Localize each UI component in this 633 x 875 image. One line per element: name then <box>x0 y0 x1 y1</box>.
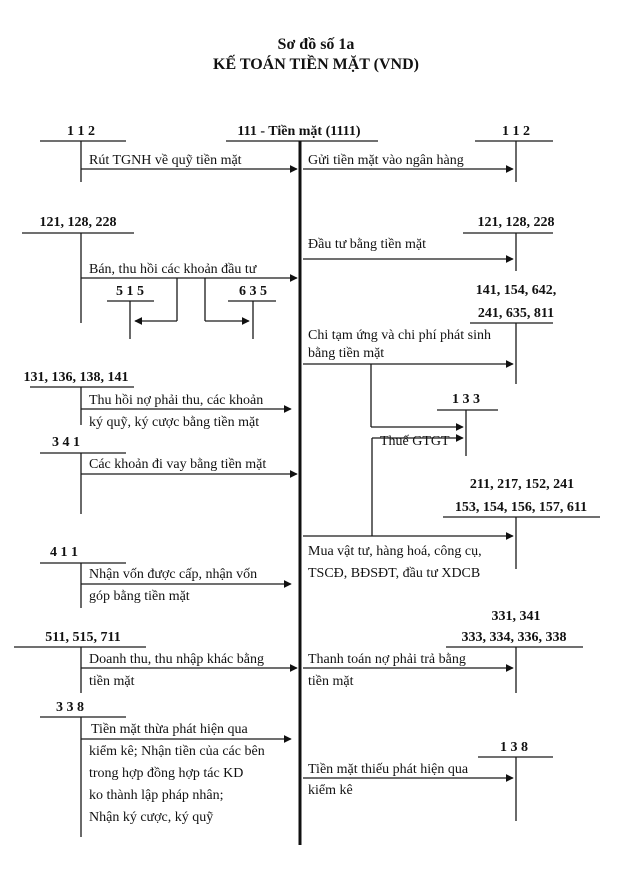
label-doanh-thu-2: tiền mặt <box>89 674 135 689</box>
label-rut-tgnh: Rút TGNH về quỹ tiền mặt <box>89 153 242 168</box>
label-dau-tu: Đầu tư bằng tiền mặt <box>308 237 426 252</box>
label-tien-thieu-1: Tiền mặt thiếu phát hiện qua <box>308 762 469 777</box>
account-133: 1 3 3 <box>452 392 480 407</box>
account-211-line2: 153, 154, 156, 157, 611 <box>455 500 587 515</box>
account-131: 131, 136, 138, 141 <box>24 370 129 385</box>
label-nhan-von-2: góp bằng tiền mặt <box>89 589 190 604</box>
diagram-title: Sơ đồ số 1a <box>278 36 355 53</box>
account-331-line1: 331, 341 <box>492 609 541 624</box>
label-thanh-toan-2: tiền mặt <box>308 674 354 689</box>
account-411: 4 1 1 <box>50 545 78 560</box>
center-account-label: 111 - Tiền mặt (1111) <box>237 124 361 139</box>
account-112-left: 1 1 2 <box>67 124 95 139</box>
label-chi-tam-ung-2: bằng tiền mặt <box>308 346 384 361</box>
label-gui-tien: Gửi tiền mặt vào ngân hàng <box>308 153 464 168</box>
account-141-line2: 241, 635, 811 <box>478 306 554 321</box>
label-mua-vat-tu-1: Mua vật tư, hàng hoá, công cụ, <box>308 544 482 559</box>
label-thanh-toan-1: Thanh toán nợ phải trả bằng <box>308 652 466 667</box>
label-tien-thieu-2: kiểm kê <box>308 783 353 798</box>
label-di-vay: Các khoản đi vay bằng tiền mặt <box>89 457 266 472</box>
account-511: 511, 515, 711 <box>45 630 120 645</box>
label-tien-thua-5: Nhận ký cược, ký quỹ <box>89 810 213 825</box>
account-341: 3 4 1 <box>52 435 80 450</box>
account-138: 1 3 8 <box>500 740 528 755</box>
label-thue-gtgt: Thuế GTGT <box>380 434 450 449</box>
label-tien-thua-3: trong hợp đồng hợp tác KD <box>89 766 243 781</box>
account-515: 5 1 5 <box>116 284 144 299</box>
account-338: 3 3 8 <box>56 700 84 715</box>
account-121-left: 121, 128, 228 <box>40 215 117 230</box>
account-211-line1: 211, 217, 152, 241 <box>470 477 574 492</box>
label-tien-thua-1: Tiền mặt thừa phát hiện qua <box>91 722 249 737</box>
account-112-right: 1 1 2 <box>502 124 530 139</box>
label-tien-thua-4: ko thành lập pháp nhân; <box>89 788 224 803</box>
label-ban-thu-hoi: Bán, thu hồi các khoản đầu tư <box>89 262 257 277</box>
account-635: 6 3 5 <box>239 284 267 299</box>
label-doanh-thu-1: Doanh thu, thu nhập khác bằng <box>89 652 264 667</box>
account-331-line2: 333, 334, 336, 338 <box>462 630 567 645</box>
label-chi-tam-ung-1: Chi tạm ứng và chi phí phát sinh <box>308 328 491 343</box>
label-nhan-von-1: Nhận vốn được cấp, nhận vốn <box>89 567 257 582</box>
label-thu-hoi-no-2: ký quỹ, ký cược bằng tiền mặt <box>89 415 259 430</box>
account-121-right: 121, 128, 228 <box>478 215 555 230</box>
label-thu-hoi-no-1: Thu hồi nợ phải thu, các khoản <box>89 393 263 408</box>
label-mua-vat-tu-2: TSCĐ, BĐSĐT, đầu tư XDCB <box>308 566 480 581</box>
diagram-subtitle: KẾ TOÁN TIỀN MẶT (VND) <box>213 54 419 73</box>
label-tien-thua-2: kiểm kê; Nhận tiền của các bên <box>89 744 265 759</box>
account-141-line1: 141, 154, 642, <box>476 283 557 298</box>
